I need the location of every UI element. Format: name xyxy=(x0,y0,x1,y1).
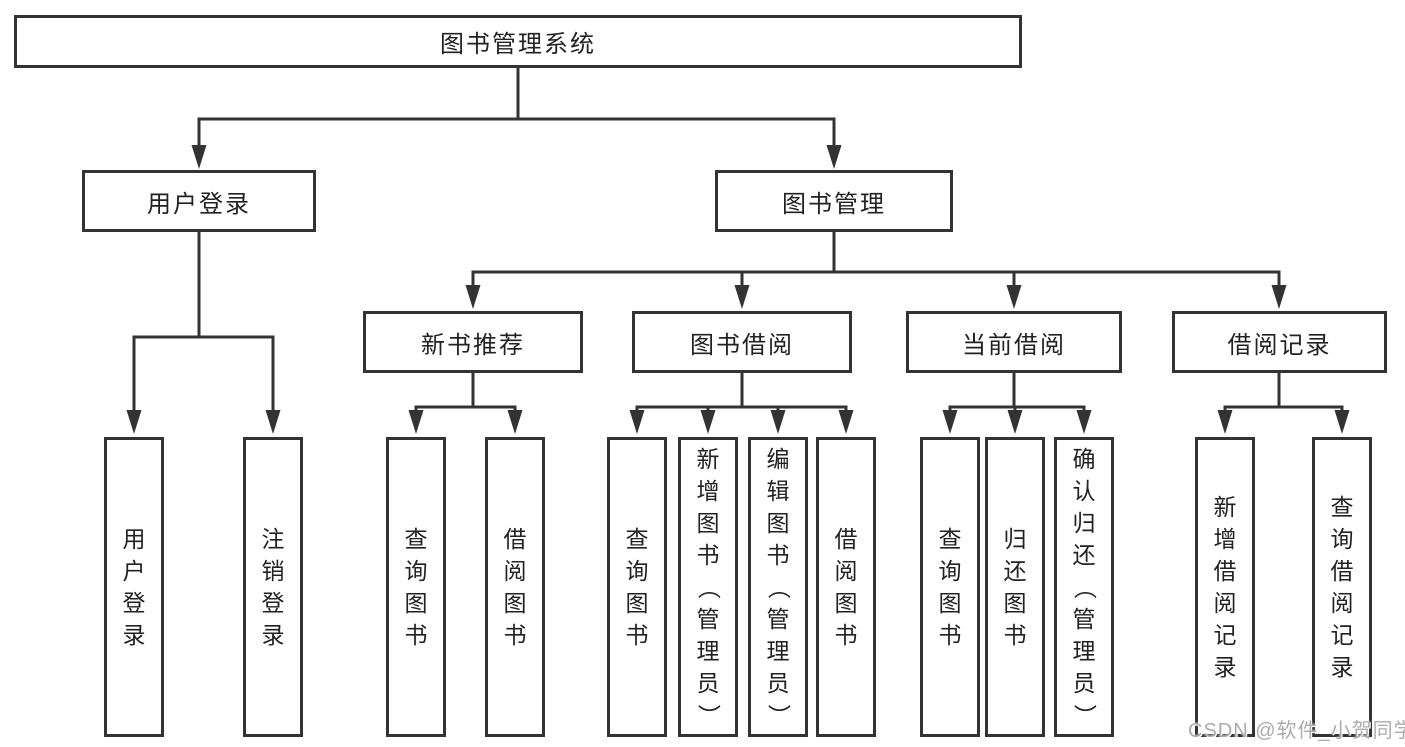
node-book-borrow: 图书借阅 xyxy=(632,311,852,373)
connector-book-mgmt-to-level3 xyxy=(471,230,1281,290)
arrowhead xyxy=(629,410,645,434)
node-root-system: 图书管理系统 xyxy=(14,15,1022,68)
leaf-edit-book-admin: 编辑图书（管理员） xyxy=(748,437,808,737)
node-label: 当前借阅 xyxy=(962,331,1066,359)
leaf-query-borrow-record: 查询借阅记录 xyxy=(1312,437,1372,737)
arrowhead xyxy=(1006,285,1022,309)
node-label: 新书推荐 xyxy=(421,331,525,359)
node-new-book-recommend: 新书推荐 xyxy=(363,311,583,373)
arrowhead xyxy=(126,410,142,434)
arrowhead xyxy=(1217,410,1233,434)
leaf-label: 确认归还（管理员） xyxy=(1071,445,1098,727)
leaf-query-book-2: 查询图书 xyxy=(607,437,667,737)
arrowhead xyxy=(265,410,281,434)
arrowhead xyxy=(826,145,842,169)
connector-root-to-level2 xyxy=(197,66,836,150)
arrowhead xyxy=(734,285,750,309)
leaf-query-book-3: 查询图书 xyxy=(920,437,980,737)
connector-current-borrow-to-leaves xyxy=(948,371,1086,416)
leaf-return-book: 归还图书 xyxy=(985,437,1045,737)
leaf-label: 新增图书（管理员） xyxy=(695,445,722,727)
node-label: 图书借阅 xyxy=(690,331,794,359)
leaf-label: 查询图书 xyxy=(404,525,428,648)
leaf-label: 查询借阅记录 xyxy=(1330,493,1354,680)
arrowhead xyxy=(1271,285,1287,309)
leaf-logout: 注销登录 xyxy=(243,437,303,737)
leaf-label: 借阅图书 xyxy=(503,525,527,648)
leaf-label: 新增借阅记录 xyxy=(1213,493,1237,680)
arrowhead xyxy=(191,145,207,169)
leaf-add-borrow-record: 新增借阅记录 xyxy=(1195,437,1255,737)
leaf-label: 编辑图书（管理员） xyxy=(765,445,792,727)
node-book-management: 图书管理 xyxy=(715,170,953,232)
leaf-user-login: 用户登录 xyxy=(104,437,164,737)
arrowhead xyxy=(770,410,786,434)
arrowhead xyxy=(1076,410,1092,434)
arrowhead xyxy=(942,410,958,434)
arrowhead xyxy=(1334,410,1350,434)
csdn-watermark: CSDN @软件_小贺同学 xyxy=(1188,720,1405,742)
leaf-label: 归还图书 xyxy=(1003,525,1027,648)
connector-user-login-to-leaves xyxy=(132,230,275,415)
leaf-label: 查询图书 xyxy=(938,525,962,648)
node-root-label: 图书管理系统 xyxy=(440,31,596,58)
node-user-login: 用户登录 xyxy=(82,170,316,232)
connector-borrow-record-to-leaves xyxy=(1223,371,1344,416)
connector-book-borrow-to-leaves xyxy=(635,371,848,416)
arrowhead xyxy=(700,410,716,434)
arrowheads xyxy=(126,145,1350,434)
leaf-borrow-book-2: 借阅图书 xyxy=(816,437,876,737)
arrowhead xyxy=(408,410,424,434)
leaf-confirm-return-admin: 确认归还（管理员） xyxy=(1054,437,1114,737)
node-label: 图书管理 xyxy=(782,190,886,218)
leaf-label: 注销登录 xyxy=(261,525,285,648)
leaf-label: 借阅图书 xyxy=(834,525,858,648)
leaf-query-book-1: 查询图书 xyxy=(386,437,446,737)
leaf-borrow-book-1: 借阅图书 xyxy=(485,437,545,737)
leaf-label: 用户登录 xyxy=(122,525,146,648)
node-label: 用户登录 xyxy=(147,190,251,218)
node-current-borrow: 当前借阅 xyxy=(906,311,1122,373)
arrowhead xyxy=(838,410,854,434)
leaf-label: 查询图书 xyxy=(625,525,649,648)
node-label: 借阅记录 xyxy=(1227,331,1332,359)
connector-new-book-to-leaves xyxy=(414,371,517,416)
arrowhead xyxy=(1007,410,1023,434)
arrowhead xyxy=(465,285,481,309)
node-borrow-record: 借阅记录 xyxy=(1172,311,1387,373)
leaf-add-book-admin: 新增图书（管理员） xyxy=(678,437,738,737)
arrowhead xyxy=(507,410,523,434)
